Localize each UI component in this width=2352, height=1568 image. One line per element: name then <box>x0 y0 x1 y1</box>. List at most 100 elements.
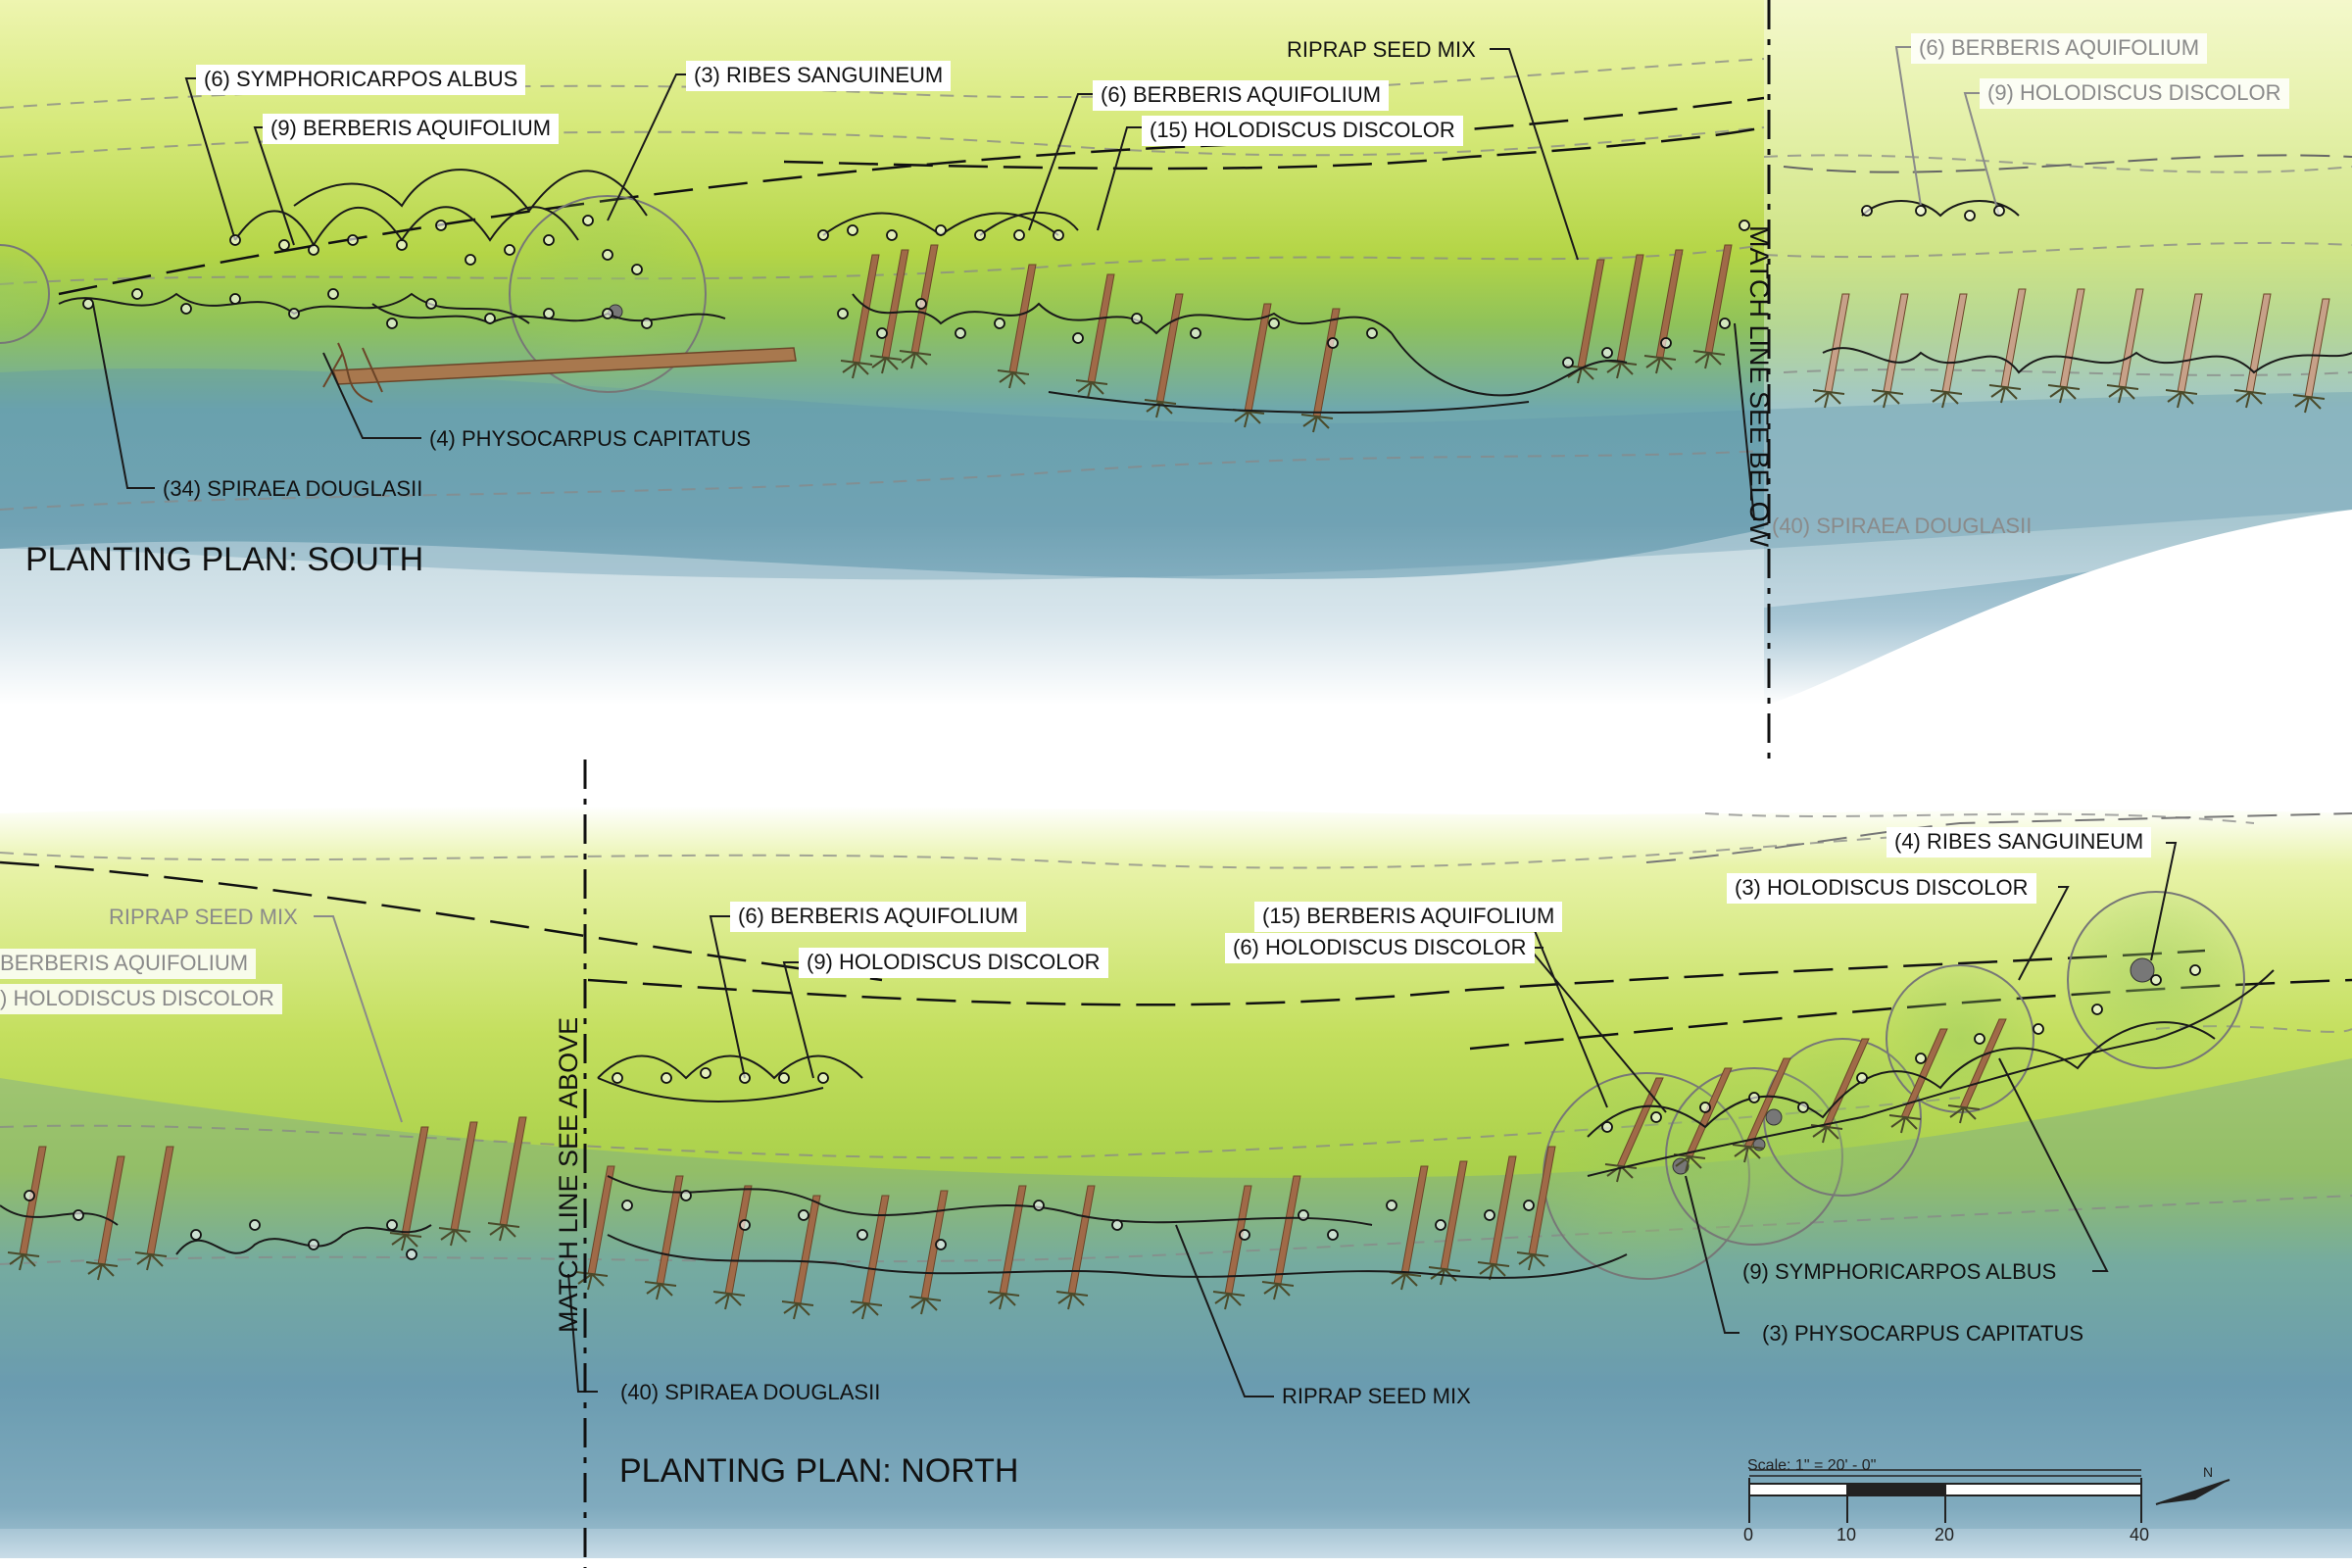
stake-roots <box>1692 350 1726 369</box>
stake-roots <box>1055 1291 1089 1310</box>
shrub-symbol <box>406 1249 417 1260</box>
label-holodiscus-north-3: (3) HOLODISCUS DISCOLOR <box>1727 873 2036 904</box>
shrub-symbol <box>935 224 947 236</box>
shrub-symbol <box>1974 1033 1985 1045</box>
shrub-symbol <box>817 1072 829 1084</box>
shrub-symbol <box>131 288 143 300</box>
shrub-symbol <box>994 318 1005 329</box>
shrub-symbol <box>798 1209 809 1221</box>
stake-roots <box>1732 1144 1765 1163</box>
shrub-symbol <box>1131 313 1143 324</box>
shrub-symbol <box>2033 1023 2044 1035</box>
shrub-symbol <box>386 1219 398 1231</box>
shrub-symbol <box>1053 229 1064 241</box>
shrub-symbol <box>778 1072 790 1084</box>
stake-roots <box>781 1300 814 1320</box>
shrub-symbol <box>543 308 555 319</box>
stake-roots <box>1812 389 1845 409</box>
stake-roots <box>1888 1114 1922 1134</box>
stake-roots <box>1389 1271 1422 1291</box>
shrub-symbol <box>857 1229 868 1241</box>
shrub-symbol <box>1268 318 1280 329</box>
shrub-symbol <box>935 1239 947 1250</box>
stake-roots <box>2165 389 2198 409</box>
stake-roots <box>487 1222 520 1242</box>
shrub-symbol <box>2150 974 2162 986</box>
shrub-symbol <box>602 308 613 319</box>
stake-roots <box>1673 1153 1706 1173</box>
stake-roots <box>1300 414 1334 433</box>
shrub-symbol <box>1748 1092 1760 1103</box>
label-berberis-south: (9) BERBERIS AQUIFOLIUM <box>263 114 560 144</box>
label-faded-spiraea-south: (40) SPIRAEA DOUGLASII <box>1772 514 2033 538</box>
label-physocarpus-south: (4) PHYSOCARPUS CAPITATUS <box>429 426 752 451</box>
shrub-symbol <box>955 327 966 339</box>
shrub-symbol <box>1327 337 1339 349</box>
shrub-symbol <box>1915 205 1927 217</box>
shrub-symbol <box>817 229 829 241</box>
shrub-symbol <box>847 224 858 236</box>
scale-tick-0: 0 <box>1743 1525 1754 1544</box>
label-physocarpus-north: (3) PHYSOCARPUS CAPITATUS <box>1762 1321 2084 1346</box>
shrub-symbol <box>1699 1102 1711 1113</box>
label-berberis-north-2: (15) BERBERIS AQUIFOLIUM <box>1254 902 1563 932</box>
stake-roots <box>2047 384 2081 404</box>
stake-roots <box>1516 1251 1549 1271</box>
shrub-symbol <box>465 254 476 266</box>
shrub-symbol <box>974 229 986 241</box>
stake-roots <box>1988 384 2022 404</box>
label-berberis-north: (6) BERBERIS AQUIFOLIUM <box>730 902 1027 932</box>
matchline-label-south: MATCH LINE SEE BELOW <box>1744 225 1774 548</box>
shrub-symbol <box>484 313 496 324</box>
stake-roots <box>899 350 932 369</box>
live-stakes-north <box>7 1018 2007 1320</box>
stake-roots <box>644 1281 677 1300</box>
shrub-symbol <box>631 264 643 275</box>
shrub-symbol <box>249 1219 261 1231</box>
shrub-symbol <box>229 234 241 246</box>
shrub-symbol <box>1190 327 1201 339</box>
shrub-symbol <box>435 220 447 231</box>
stake-roots <box>997 369 1030 389</box>
matchline-label-north: MATCH LINE SEE ABOVE <box>554 1016 583 1333</box>
stake-roots <box>1604 1163 1638 1183</box>
label-faded-riprap-north: RIPRAP SEED MIX <box>109 905 298 929</box>
shrub-symbol <box>1239 1229 1250 1241</box>
label-spiraea-north: (40) SPIRAEA DOUGLASII <box>620 1380 881 1404</box>
shrub-symbol <box>1111 1219 1123 1231</box>
shrub-symbol <box>680 1190 692 1201</box>
plan-title-north: PLANTING PLAN: NORTH <box>619 1452 1019 1490</box>
shrub-symbol <box>180 303 192 315</box>
scale-tick-40: 40 <box>2130 1525 2150 1544</box>
shrub-symbol <box>288 308 300 319</box>
shrub-symbol <box>327 288 339 300</box>
stake-roots <box>1261 1281 1295 1300</box>
shrub-symbol <box>1033 1200 1045 1211</box>
shrub-symbol <box>1386 1200 1397 1211</box>
scale-label: Scale: 1" = 20' - 0" <box>1747 1457 1877 1474</box>
label-berberis-south-2: (6) BERBERIS AQUIFOLIUM <box>1093 80 1390 111</box>
shrub-symbol <box>396 239 408 251</box>
shrub-symbol <box>1601 347 1613 359</box>
shrub-symbol <box>1915 1053 1927 1064</box>
stake-roots <box>438 1227 471 1247</box>
stake-roots <box>1947 1104 1981 1124</box>
shrub-symbols <box>24 205 2201 1260</box>
stake-roots <box>2233 389 2267 409</box>
shrub-symbol <box>1856 1072 1868 1084</box>
plan-title-south: PLANTING PLAN: SOUTH <box>25 541 424 578</box>
label-holodiscus-south: (15) HOLODISCUS DISCOLOR <box>1142 116 1463 146</box>
stake-roots <box>134 1251 168 1271</box>
shrub-symbol <box>1601 1121 1613 1133</box>
stake-roots <box>869 355 903 374</box>
scale-tick-20: 20 <box>1935 1525 1955 1544</box>
shrub-symbol <box>308 244 319 256</box>
shrub-symbol <box>347 234 359 246</box>
shrub-symbol <box>1650 1111 1662 1123</box>
shrub-symbol <box>190 1229 202 1241</box>
shrub-symbol <box>386 318 398 329</box>
label-faded-holodiscus-south: (9) HOLODISCUS DISCOLOR <box>1980 78 2289 109</box>
scale-bar <box>1748 1469 2142 1523</box>
shrub-symbol <box>1484 1209 1495 1221</box>
